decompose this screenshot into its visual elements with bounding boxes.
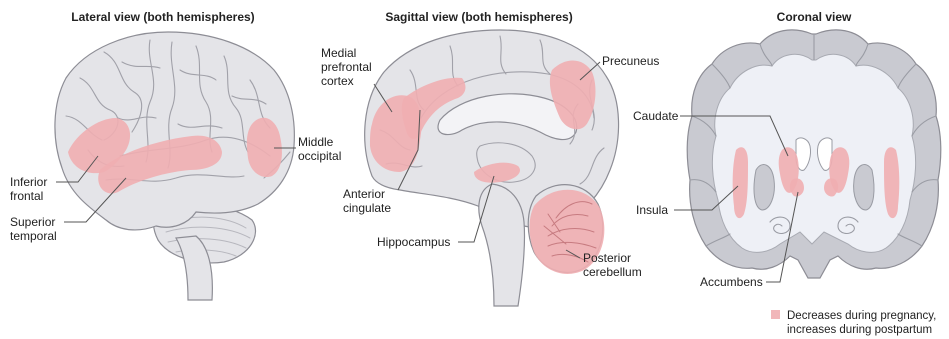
middle-occipital-label-line2: occipital (298, 149, 341, 163)
posterior-cerebellum-label-line2: cerebellum (583, 265, 642, 279)
medial-prefrontal-label-line3: cortex (321, 74, 354, 88)
lateral-view-title: Lateral view (both hemispheres) (71, 10, 254, 24)
coronal-view-title: Coronal view (777, 10, 852, 24)
inferior-frontal-label-line1: Inferior (10, 175, 47, 189)
precuneus-label: Precuneus (602, 54, 659, 68)
superior-temporal-label-line2: temporal (10, 229, 57, 243)
lateral-view-panel: Lateral view (both hemispheres) (10, 10, 341, 300)
anterior-cingulate-label-line1: Anterior (343, 187, 385, 201)
accumbens-label: Accumbens (700, 275, 763, 289)
hippocampus-label: Hippocampus (377, 235, 450, 249)
sagittal-view-title: Sagittal view (both hemispheres) (385, 10, 572, 24)
medial-prefrontal-label-line2: prefrontal (321, 60, 372, 74)
middle-occipital-label-line1: Middle (298, 135, 334, 149)
inferior-frontal-label-line2: frontal (10, 189, 43, 203)
anterior-cingulate-label-line2: cingulate (343, 201, 391, 215)
superior-temporal-label-line1: Superior (10, 215, 55, 229)
insula-label: Insula (636, 203, 668, 217)
legend-text-line2: increases during postpartum (787, 324, 932, 336)
legend-text-line1: Decreases during pregnancy, (787, 310, 936, 322)
coronal-view-panel: Coronal view (633, 10, 941, 289)
caudate-label: Caudate (633, 109, 679, 123)
sagittal-view-panel: Sagittal view (both hemispheres) (321, 10, 659, 306)
legend-swatch (771, 310, 780, 319)
posterior-cerebellum-label-line1: Posterior (583, 251, 631, 265)
medial-prefrontal-label-line1: Medial (321, 46, 356, 60)
legend: Decreases during pregnancy, increases du… (771, 310, 936, 336)
